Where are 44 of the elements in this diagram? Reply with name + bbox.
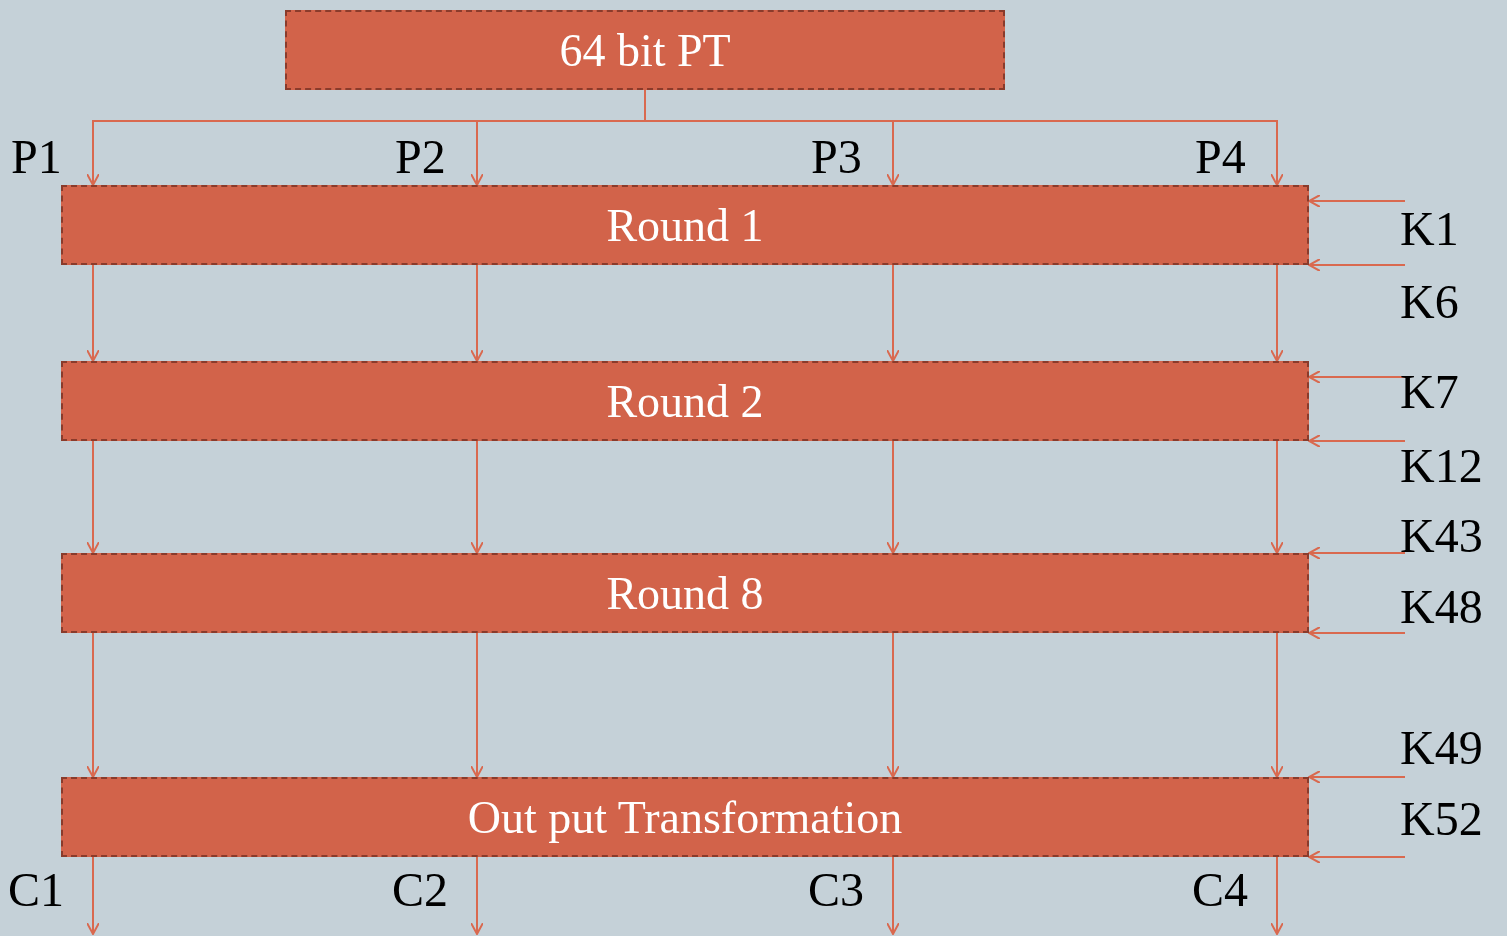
- edge-label: K43: [1400, 512, 1483, 560]
- arrow: [1308, 258, 1406, 272]
- arrow: [470, 632, 484, 778]
- arrow: [1270, 632, 1284, 778]
- arrow: [1308, 194, 1406, 208]
- arrow: [470, 856, 484, 935]
- edge-label: P1: [11, 133, 62, 181]
- arrow: [470, 264, 484, 362]
- edge-label: K6: [1400, 278, 1459, 326]
- arrow: [86, 632, 100, 778]
- edge-label: K49: [1400, 724, 1483, 772]
- arrow: [1270, 264, 1284, 362]
- edge-label: C1: [8, 866, 64, 914]
- process-box: Round 2: [61, 361, 1309, 441]
- process-box: Round 1: [61, 185, 1309, 265]
- edge-label: P2: [395, 133, 446, 181]
- arrow: [86, 440, 100, 554]
- edge-label: P4: [1195, 133, 1246, 181]
- arrow: [1308, 850, 1406, 864]
- edge-label: K48: [1400, 583, 1483, 631]
- arrow: [1308, 434, 1406, 448]
- arrow: [86, 856, 100, 935]
- edge-label: K12: [1400, 442, 1483, 490]
- process-box: Round 8: [61, 553, 1309, 633]
- arrow: [86, 264, 100, 362]
- arrow: [886, 440, 900, 554]
- edge-label: C2: [392, 866, 448, 914]
- arrow: [1270, 440, 1284, 554]
- arrow: [470, 440, 484, 554]
- edge-label: K7: [1400, 368, 1459, 416]
- arrow: [1308, 770, 1406, 784]
- edge-label: C4: [1192, 866, 1248, 914]
- process-box: Out put Transformation: [61, 777, 1309, 857]
- arrow: [1270, 856, 1284, 935]
- arrow: [886, 856, 900, 935]
- edge-label: K52: [1400, 795, 1483, 843]
- edge-label: C3: [808, 866, 864, 914]
- process-box: 64 bit PT: [285, 10, 1005, 90]
- arrow: [886, 632, 900, 778]
- arrow: [1308, 626, 1406, 640]
- arrow: [886, 264, 900, 362]
- edge-label: K1: [1400, 205, 1459, 253]
- arrow: [1308, 546, 1406, 560]
- edge-label: P3: [811, 133, 862, 181]
